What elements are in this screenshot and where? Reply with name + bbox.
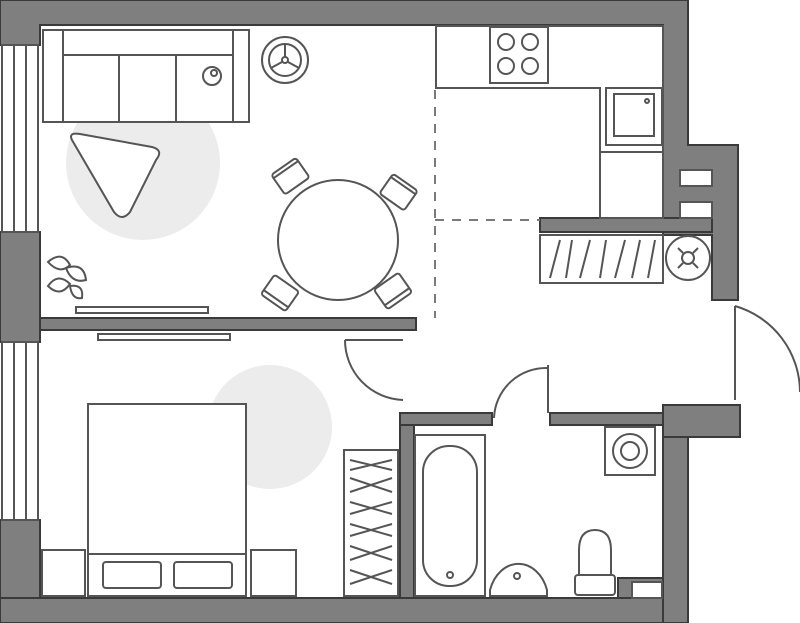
zone-divider-dashed xyxy=(434,90,540,318)
chair-icon xyxy=(374,272,412,310)
window-bathroom xyxy=(631,581,663,599)
chair-icon xyxy=(271,157,310,195)
wall-bathroom-left xyxy=(399,412,415,599)
plant-icon xyxy=(46,255,88,300)
wall-living-bedroom xyxy=(39,317,417,331)
wardrobe-icon xyxy=(343,449,399,597)
window-bedroom xyxy=(1,341,39,521)
chair-icon xyxy=(379,173,418,211)
window-kitchen-1 xyxy=(679,169,713,187)
coffee-table-icon xyxy=(70,132,161,218)
windows xyxy=(1,44,713,599)
sofa-icon xyxy=(42,29,250,123)
stove-icon xyxy=(489,26,549,84)
dining-table-icon xyxy=(261,157,418,312)
wall-right-lower xyxy=(662,409,689,623)
wall-bathroom-corner xyxy=(662,404,741,438)
walls xyxy=(0,0,741,623)
radiator-living xyxy=(75,306,209,314)
entrance-door xyxy=(734,305,800,400)
bathroom-door xyxy=(493,365,549,419)
sink-icon xyxy=(605,87,663,146)
water-heater-icon xyxy=(665,235,711,281)
window-living xyxy=(1,44,39,233)
radiator-bedroom xyxy=(97,333,231,341)
bathtub-icon xyxy=(414,434,486,597)
window-kitchen-2 xyxy=(679,201,713,219)
chair-icon xyxy=(261,274,299,312)
nightstand-icon xyxy=(41,549,297,597)
wall-kitchen-storage xyxy=(539,217,713,233)
washbasin-icon xyxy=(489,562,548,597)
pet-icon xyxy=(202,66,222,86)
washing-machine-icon xyxy=(604,426,656,476)
wall-bottom-strip xyxy=(0,597,689,623)
wardrobe-icon xyxy=(539,234,664,284)
bed-icon xyxy=(87,403,247,597)
toilet-icon xyxy=(574,528,616,596)
wall-left-upper xyxy=(0,231,41,343)
fan-icon xyxy=(261,36,309,84)
wall-bathroom-top-right xyxy=(549,412,666,426)
bedroom-door xyxy=(344,339,404,401)
wall-top xyxy=(0,0,739,301)
wall-bathroom-top-left xyxy=(399,412,493,426)
